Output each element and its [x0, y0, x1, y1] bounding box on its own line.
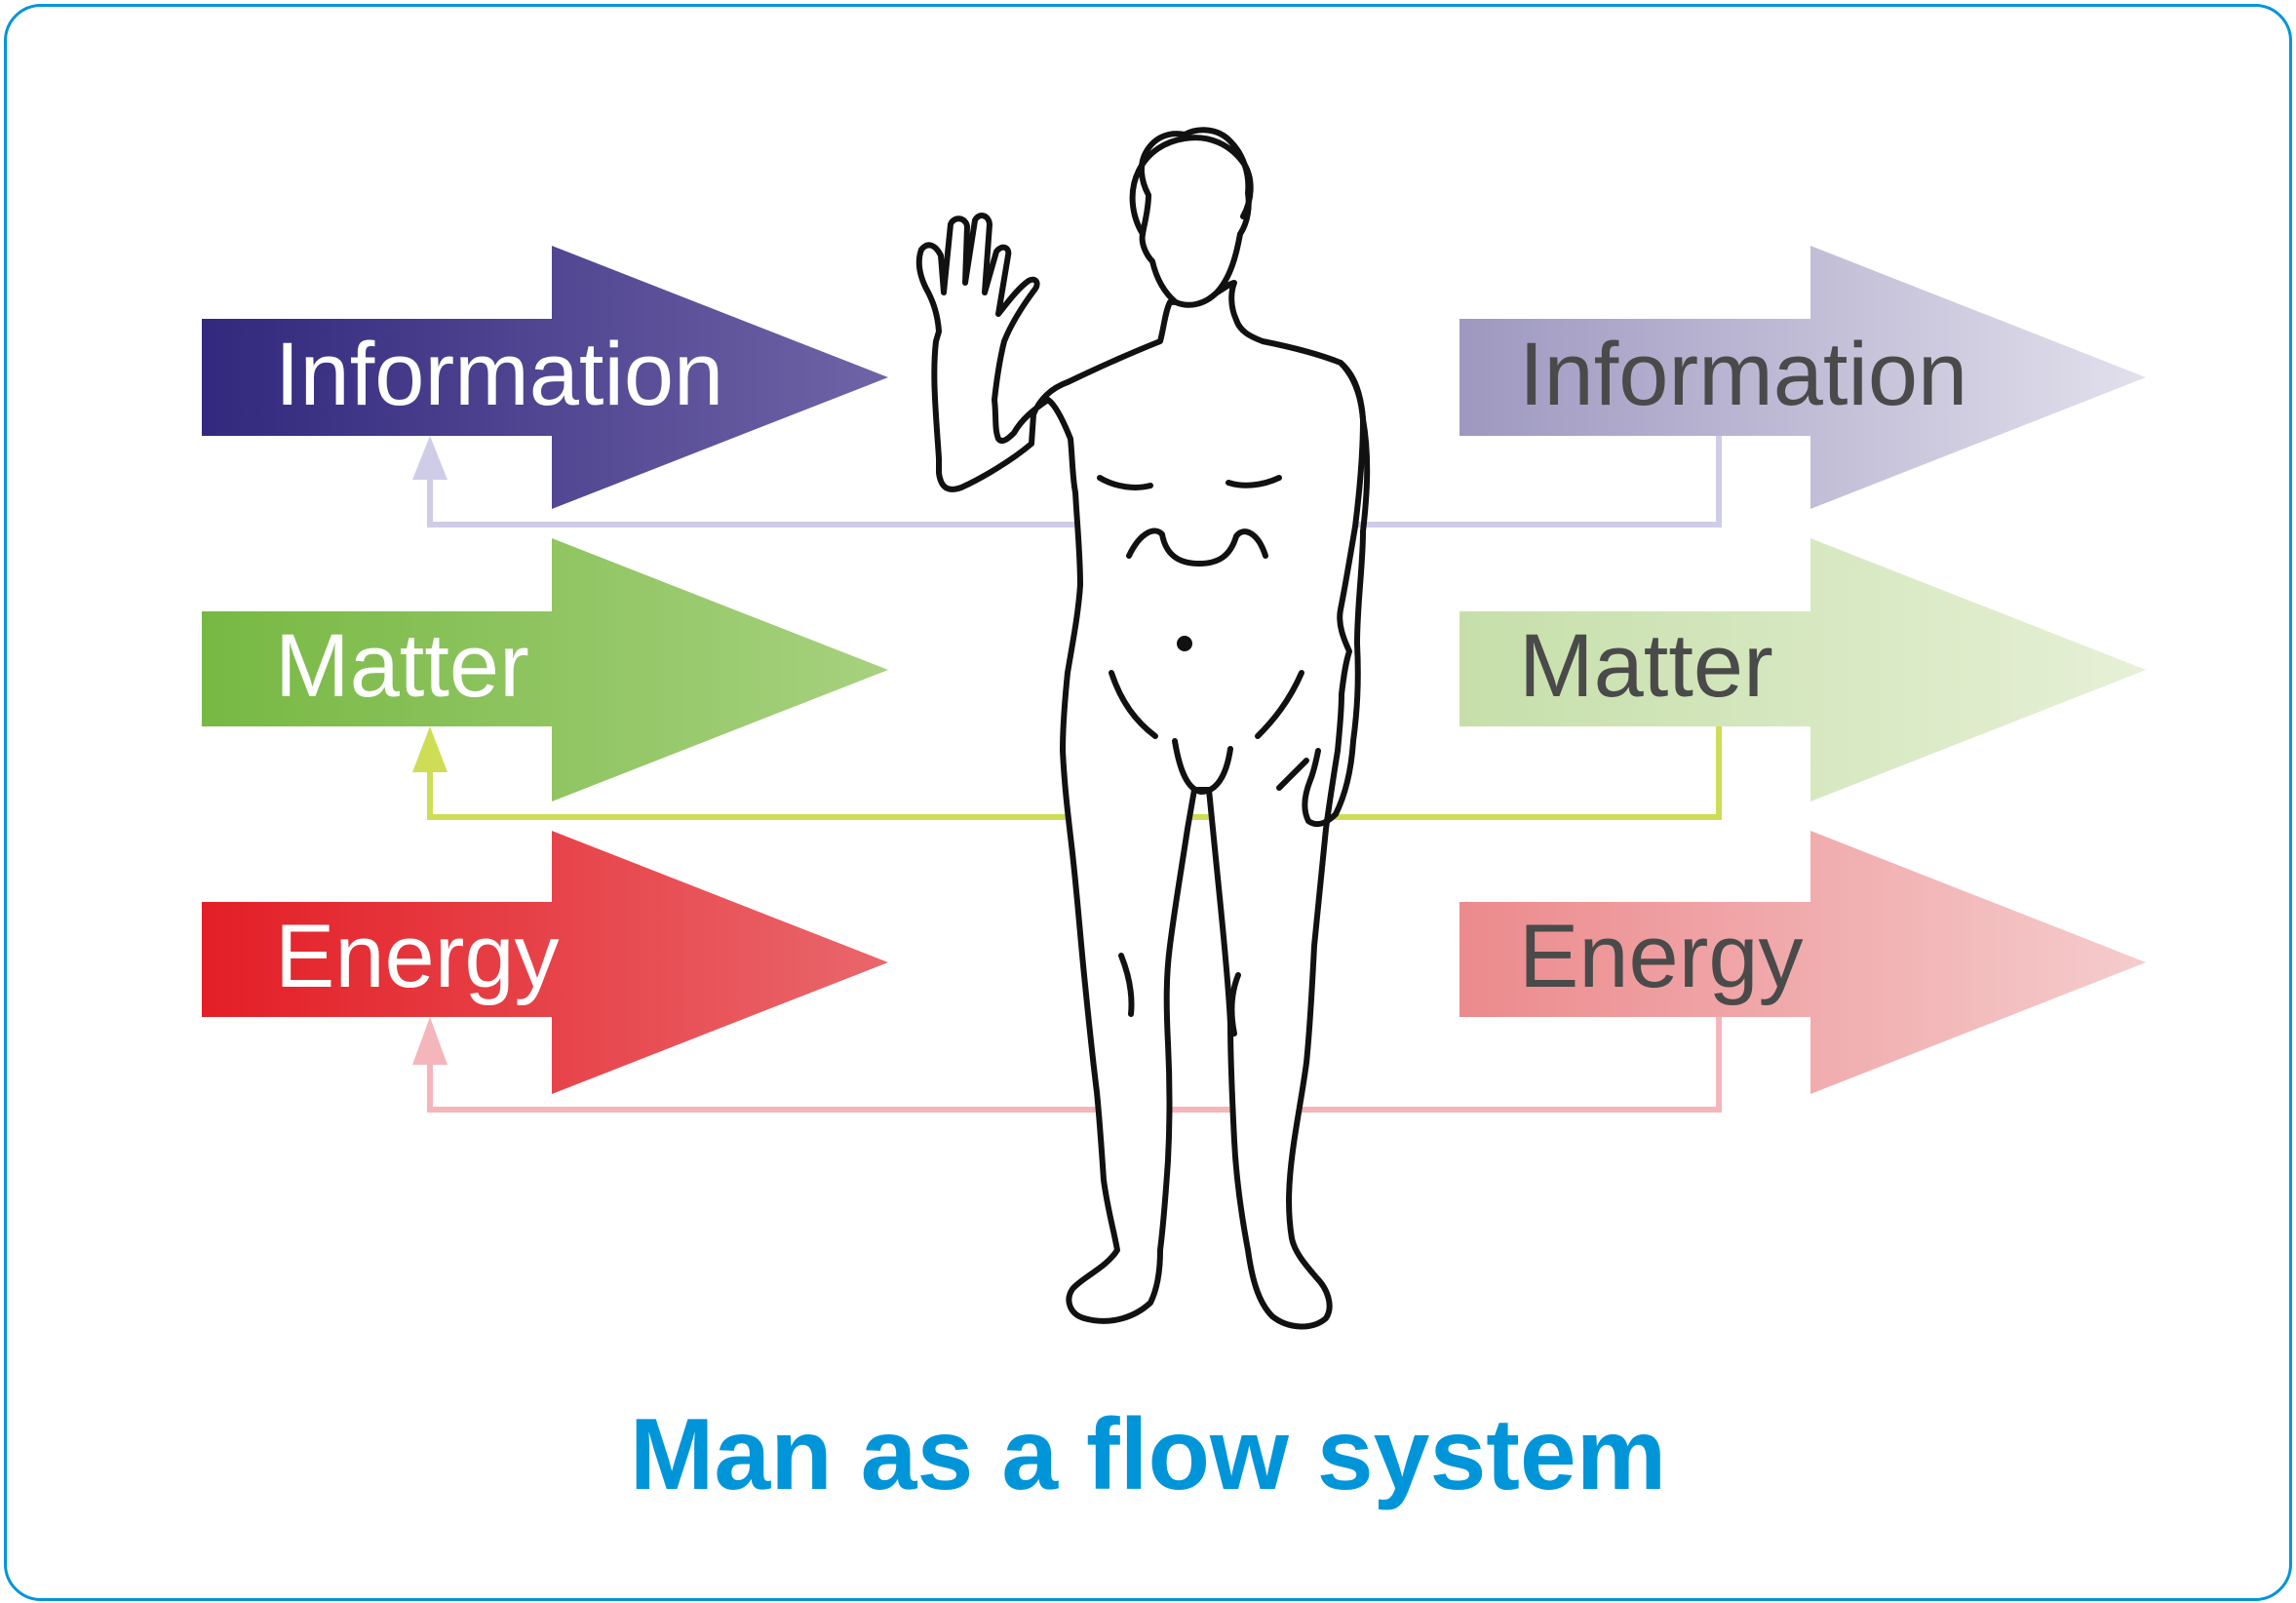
output-arrow-energy: Energy [1459, 831, 2146, 1094]
feedback-loop-information [412, 436, 1722, 528]
input-arrow-energy: Energy [202, 831, 888, 1094]
output-label-energy: Energy [1519, 907, 1804, 1006]
input-arrow-information: Information [202, 246, 888, 509]
input-arrow-matter: Matter [202, 538, 888, 802]
human-figure [915, 127, 1371, 1330]
feedback-loop-energy [412, 1017, 1722, 1113]
output-arrow-information: Information [1459, 246, 2146, 509]
output-label-information: Information [1519, 325, 1967, 424]
input-label-matter: Matter [275, 616, 529, 716]
output-label-matter: Matter [1519, 616, 1773, 716]
diagram-title: Man as a flow system [629, 1398, 1667, 1511]
input-label-information: Information [275, 325, 723, 424]
input-label-energy: Energy [275, 907, 560, 1006]
output-arrow-matter: Matter [1459, 538, 2146, 802]
